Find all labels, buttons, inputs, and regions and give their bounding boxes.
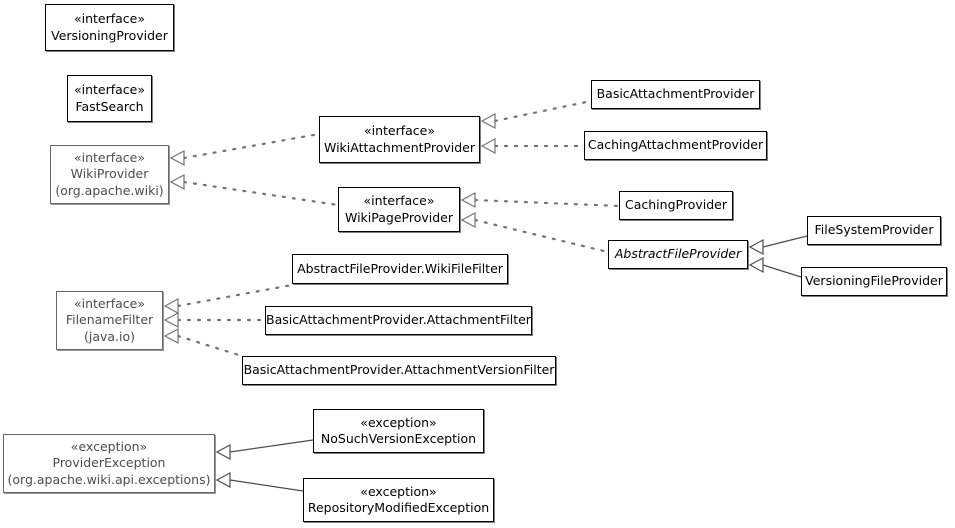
class-stereotype: «exception» bbox=[360, 414, 437, 430]
edge-NoSuchVersionException-to-ProviderException bbox=[215, 439, 314, 461]
class-name: NoSuchVersionException bbox=[320, 431, 477, 446]
class-name: FilenameFilter bbox=[65, 312, 154, 328]
class-box-AttachmentVersionFilter[interactable]: BasicAttachmentProvider.AttachmentVersio… bbox=[242, 356, 556, 385]
class-box-AttachmentFilter[interactable]: BasicAttachmentProvider.AttachmentFilter bbox=[265, 306, 532, 335]
class-stereotype: «interface» bbox=[73, 11, 146, 27]
class-box-FastSearch[interactable]: «interface»FastSearch bbox=[67, 75, 152, 122]
class-name: BasicAttachmentProvider bbox=[596, 86, 755, 102]
realization-line bbox=[473, 198, 621, 208]
inheritance-arrowhead bbox=[480, 112, 496, 130]
class-name: BasicAttachmentProvider.AttachmentVersio… bbox=[243, 362, 555, 378]
generalization-line bbox=[762, 264, 802, 278]
edge-WikiPageProvider-to-WikiProvider bbox=[169, 173, 340, 207]
class-stereotype: «interface» bbox=[73, 150, 146, 166]
class-name: WikiAttachmentProvider bbox=[323, 139, 475, 155]
inheritance-arrowhead bbox=[169, 149, 185, 167]
class-stereotype: «interface» bbox=[73, 296, 146, 312]
class-box-RepositoryModifiedException[interactable]: «exception»RepositoryModifiedException bbox=[303, 478, 494, 522]
inheritance-arrowhead bbox=[460, 191, 476, 209]
edge-AbstractFileProvider-to-WikiPageProvider bbox=[460, 211, 610, 254]
class-box-CachingProvider[interactable]: CachingProvider bbox=[619, 191, 733, 220]
inheritance-arrowhead bbox=[480, 137, 496, 155]
realization-line bbox=[473, 218, 610, 254]
edge-CachingProvider-to-WikiPageProvider bbox=[460, 191, 621, 209]
class-name: VersioningProvider bbox=[51, 27, 168, 43]
class-box-VersioningProvider[interactable]: «interface»VersioningProvider bbox=[45, 4, 174, 51]
class-box-VersioningFileProvider[interactable]: VersioningFileProvider bbox=[801, 267, 947, 296]
class-box-FilenameFilter[interactable]: «interface»FilenameFilter(java.io) bbox=[56, 291, 163, 350]
inheritance-arrowhead bbox=[163, 311, 179, 329]
class-package: (org.apache.wiki.api.exceptions) bbox=[7, 471, 211, 487]
class-name: CachingAttachmentProvider bbox=[587, 137, 764, 153]
class-box-WikiFileFilter[interactable]: AbstractFileProvider.WikiFileFilter bbox=[292, 254, 508, 284]
inheritance-arrowhead bbox=[163, 327, 179, 345]
realization-line bbox=[493, 99, 593, 123]
class-name: AbstractFileProvider bbox=[614, 246, 742, 262]
class-name: BasicAttachmentProvider.AttachmentFilter bbox=[266, 312, 531, 328]
class-name: WikiProvider bbox=[70, 166, 149, 182]
generalization-line bbox=[229, 439, 314, 453]
realization-line bbox=[182, 180, 340, 207]
class-name: FileSystemProvider bbox=[814, 222, 934, 238]
class-stereotype: «exception» bbox=[360, 483, 437, 499]
class-name: WikiPageProvider bbox=[345, 209, 453, 225]
class-package: (org.apache.wiki) bbox=[55, 182, 164, 198]
inheritance-arrowhead bbox=[748, 238, 764, 256]
inheritance-arrowhead bbox=[460, 211, 476, 229]
edge-CachingAttachmentProvider-to-WikiAttachmentProvider bbox=[480, 137, 586, 155]
edge-BasicAttachmentProvider-to-WikiAttachmentProvider bbox=[480, 99, 593, 130]
inheritance-arrowhead bbox=[215, 471, 231, 489]
class-box-WikiAttachmentProvider[interactable]: «interface»WikiAttachmentProvider bbox=[319, 116, 480, 163]
generalization-line bbox=[229, 479, 304, 492]
class-box-FileSystemProvider[interactable]: FileSystemProvider bbox=[807, 216, 941, 245]
generalization-line bbox=[762, 235, 808, 248]
class-box-NoSuchVersionException[interactable]: «exception»NoSuchVersionException bbox=[313, 409, 484, 453]
inheritance-arrowhead bbox=[169, 173, 185, 191]
class-name: AbstractFileProvider.WikiFileFilter bbox=[297, 260, 503, 276]
realization-line bbox=[176, 283, 294, 308]
edge-AttachmentVersionFilter-to-FilenameFilter bbox=[163, 327, 244, 358]
class-name: FastSearch bbox=[75, 98, 144, 114]
realization-line bbox=[176, 334, 244, 358]
class-box-ProviderException[interactable]: «exception»ProviderException(org.apache.… bbox=[3, 434, 215, 493]
class-name: ProviderException bbox=[52, 455, 166, 471]
class-name: RepositoryModifiedException bbox=[307, 500, 490, 515]
class-box-AbstractFileProvider[interactable]: AbstractFileProvider bbox=[608, 240, 748, 269]
inheritance-arrowhead bbox=[215, 443, 231, 461]
inheritance-arrowhead bbox=[163, 297, 179, 315]
class-stereotype: «interface» bbox=[363, 193, 435, 209]
class-stereotype: «interface» bbox=[363, 123, 436, 139]
realization-line bbox=[182, 132, 321, 160]
class-box-BasicAttachmentProvider[interactable]: BasicAttachmentProvider bbox=[591, 80, 760, 109]
class-package: (java.io) bbox=[83, 328, 136, 344]
edge-WikiAttachmentProvider-to-WikiProvider bbox=[169, 132, 321, 167]
edge-AttachmentFilter-to-FilenameFilter bbox=[163, 311, 267, 329]
edge-FileSystemProvider-to-AbstractFileProvider bbox=[748, 235, 808, 256]
class-box-WikiPageProvider[interactable]: «interface»WikiPageProvider bbox=[338, 187, 460, 232]
class-name: VersioningFileProvider bbox=[805, 273, 943, 289]
class-box-CachingAttachmentProvider[interactable]: CachingAttachmentProvider bbox=[584, 131, 767, 160]
class-stereotype: «exception» bbox=[70, 439, 148, 455]
class-stereotype: «interface» bbox=[73, 82, 146, 98]
class-box-WikiProvider[interactable]: «interface»WikiProvider(org.apache.wiki) bbox=[50, 145, 169, 204]
class-name: CachingProvider bbox=[625, 197, 727, 213]
edge-VersioningFileProvider-to-AbstractFileProvider bbox=[748, 256, 802, 278]
edge-RepositoryModifiedException-to-ProviderException bbox=[215, 471, 304, 492]
inheritance-arrowhead bbox=[748, 256, 764, 274]
